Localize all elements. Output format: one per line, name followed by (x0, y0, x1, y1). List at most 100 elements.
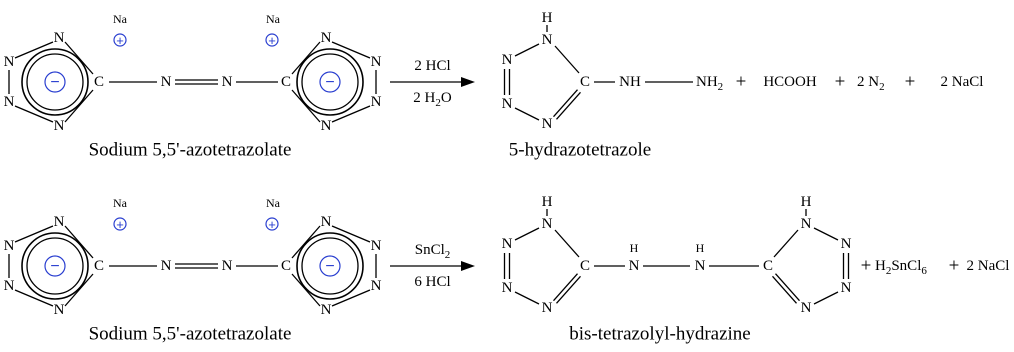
compound-caption: Sodium 5,5'-azotetrazolate (89, 324, 292, 345)
reagent-below-arrow-part: 2 H (413, 90, 435, 106)
ring-double-bond (556, 275, 581, 304)
compound-caption: bis-tetrazolyl-hydrazine (569, 324, 750, 345)
ring-bond (813, 227, 839, 241)
nh2-group-part: NH (696, 74, 718, 90)
ring-carbon: C (94, 258, 104, 274)
ring-nitrogen: N (4, 238, 15, 254)
ring-nitrogen: N (502, 52, 513, 68)
azo-nitrogen: N (222, 74, 233, 90)
ring-nitrogen-h: N (542, 32, 553, 48)
nh2-group: NH2 (696, 74, 723, 93)
byproduct-sodium-chloride: 2 NaCl (967, 258, 1010, 274)
sodium-label: Na (266, 12, 281, 26)
positive-charge (265, 33, 279, 47)
ring-bond (514, 291, 540, 305)
bond (291, 225, 321, 259)
ring-hydrogen: H (542, 10, 553, 26)
byproduct-hexachlorostannic-acid-part: H (875, 258, 886, 274)
plus-sign: + (736, 72, 747, 93)
byproduct-nitrogen-part: 2 (879, 81, 885, 93)
ring-nitrogen: N (542, 300, 553, 316)
plus-sign: + (949, 256, 960, 277)
ring-bond (514, 43, 540, 57)
bond (64, 225, 94, 259)
ring-double-bond (553, 89, 578, 118)
negative-charge (319, 71, 341, 93)
hydrazine-nitrogen: N (695, 258, 706, 274)
ring-double-bond (556, 91, 581, 120)
negative-charge-sign: − (325, 258, 334, 275)
byproduct-nitrogen-part: 2 N (857, 74, 879, 90)
ring-nitrogen: N (321, 214, 332, 230)
bond (64, 41, 94, 75)
arrow-head (461, 77, 475, 87)
bond (14, 225, 54, 243)
sodium-label: Na (113, 12, 128, 26)
byproducts-1: +HCOOH+2 N2+2 NaCl (736, 72, 984, 94)
byproducts-2: +H2SnCl6+2 NaCl (861, 256, 1010, 278)
ring-carbon: C (94, 74, 104, 90)
ring-nitrogen-h: N (542, 216, 553, 232)
bond (14, 289, 54, 307)
ring-outline (21, 232, 89, 300)
positive-charge-sign: + (268, 217, 276, 232)
reagent-below-arrow-part: 2 (435, 97, 441, 109)
positive-charge (113, 33, 127, 47)
bond (331, 225, 371, 243)
plus-sign: + (835, 72, 846, 93)
ring-carbon: C (580, 258, 590, 274)
compound-caption: 5-hydrazotetrazole (509, 140, 651, 161)
ring-nitrogen: N (54, 214, 65, 230)
ring-carbon: C (763, 258, 773, 274)
azo-nitrogen: N (222, 258, 233, 274)
hydrazine-nitrogen: N (629, 258, 640, 274)
byproduct-hexachlorostannic-acid-part: SnCl (891, 258, 921, 274)
ring-nitrogen: N (542, 116, 553, 132)
byproduct-hexachlorostannic-acid-part: 2 (886, 265, 892, 277)
ring-nitrogen: N (54, 30, 65, 46)
positive-charge-sign: + (268, 33, 276, 48)
ring-nitrogen: N (4, 54, 15, 70)
negative-charge (44, 255, 66, 277)
reagent-above-arrow: 2 HCl (414, 58, 450, 74)
positive-charge (265, 217, 279, 231)
compound-caption: Sodium 5,5'-azotetrazolate (89, 140, 292, 161)
ring-hydrogen: H (542, 194, 553, 210)
ring-nitrogen: N (371, 278, 382, 294)
ring-outline (296, 232, 364, 300)
negative-charge-sign: − (50, 258, 59, 275)
nh-group: NH (619, 74, 641, 90)
ring-double-bond (772, 275, 797, 304)
positive-charge-sign: + (116, 217, 124, 232)
ring-aromatic-circle (26, 237, 84, 295)
azo-nitrogen: N (161, 258, 172, 274)
byproduct-formic-acid: HCOOH (763, 74, 817, 90)
ring-bond (554, 229, 580, 258)
sodium-label: Na (113, 196, 128, 210)
reagent-above-arrow-part: SnCl (415, 242, 445, 258)
ring-nitrogen: N (54, 118, 65, 134)
reagent-below-arrow-part: 6 HCl (414, 274, 450, 290)
bond (331, 41, 371, 59)
ring-nitrogen: N (841, 236, 852, 252)
hydrazine-hydrogen: H (630, 241, 639, 255)
negative-charge (319, 255, 341, 277)
arrow-head (461, 261, 475, 271)
ring-nitrogen: N (371, 54, 382, 70)
negative-charge-sign: − (50, 74, 59, 91)
reagent-below-arrow: 6 HCl (414, 274, 450, 290)
ring-aromatic-circle (301, 53, 359, 111)
bond (331, 289, 371, 307)
byproduct-hexachlorostannic-acid: H2SnCl6 (875, 258, 927, 277)
